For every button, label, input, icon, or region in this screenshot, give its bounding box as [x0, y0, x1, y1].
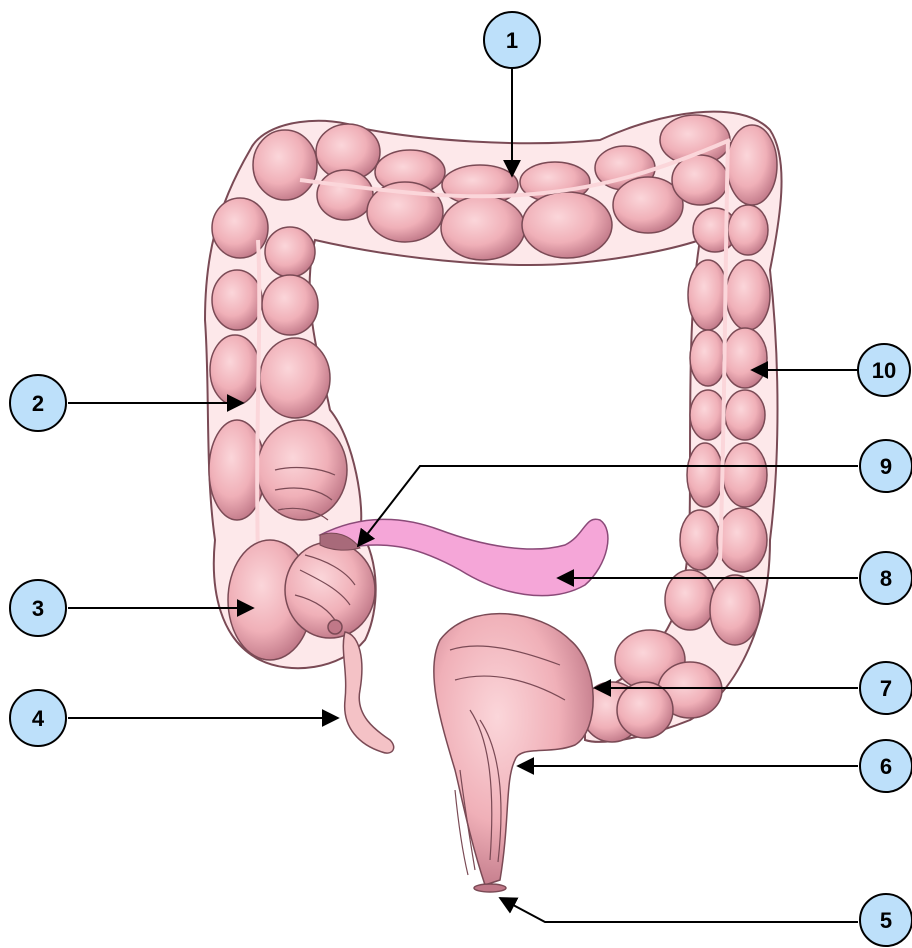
label-6: 6 — [860, 740, 912, 792]
leader-5 — [500, 898, 858, 922]
label-5: 5 — [860, 894, 912, 946]
label-7: 7 — [860, 662, 912, 714]
label-2-text: 2 — [32, 391, 44, 416]
label-10-text: 10 — [872, 358, 896, 383]
label-3-text: 3 — [32, 596, 44, 621]
label-1: 1 — [484, 12, 540, 68]
label-3: 3 — [10, 580, 66, 636]
label-9-text: 9 — [880, 454, 892, 479]
anus — [474, 884, 506, 892]
rectum — [434, 614, 593, 885]
label-9: 9 — [860, 440, 912, 492]
large-intestine — [205, 112, 782, 892]
label-8-text: 8 — [880, 566, 892, 591]
label-6-text: 6 — [880, 754, 892, 779]
label-4-text: 4 — [32, 706, 45, 731]
ascending-colon — [209, 198, 347, 560]
label-1-text: 1 — [506, 28, 518, 53]
label-5-text: 5 — [880, 908, 892, 933]
appendix — [343, 632, 393, 753]
label-8: 8 — [860, 552, 912, 604]
label-2: 2 — [10, 375, 66, 431]
label-10: 10 — [858, 344, 910, 396]
label-7-text: 7 — [880, 676, 892, 701]
label-4: 4 — [10, 690, 66, 746]
